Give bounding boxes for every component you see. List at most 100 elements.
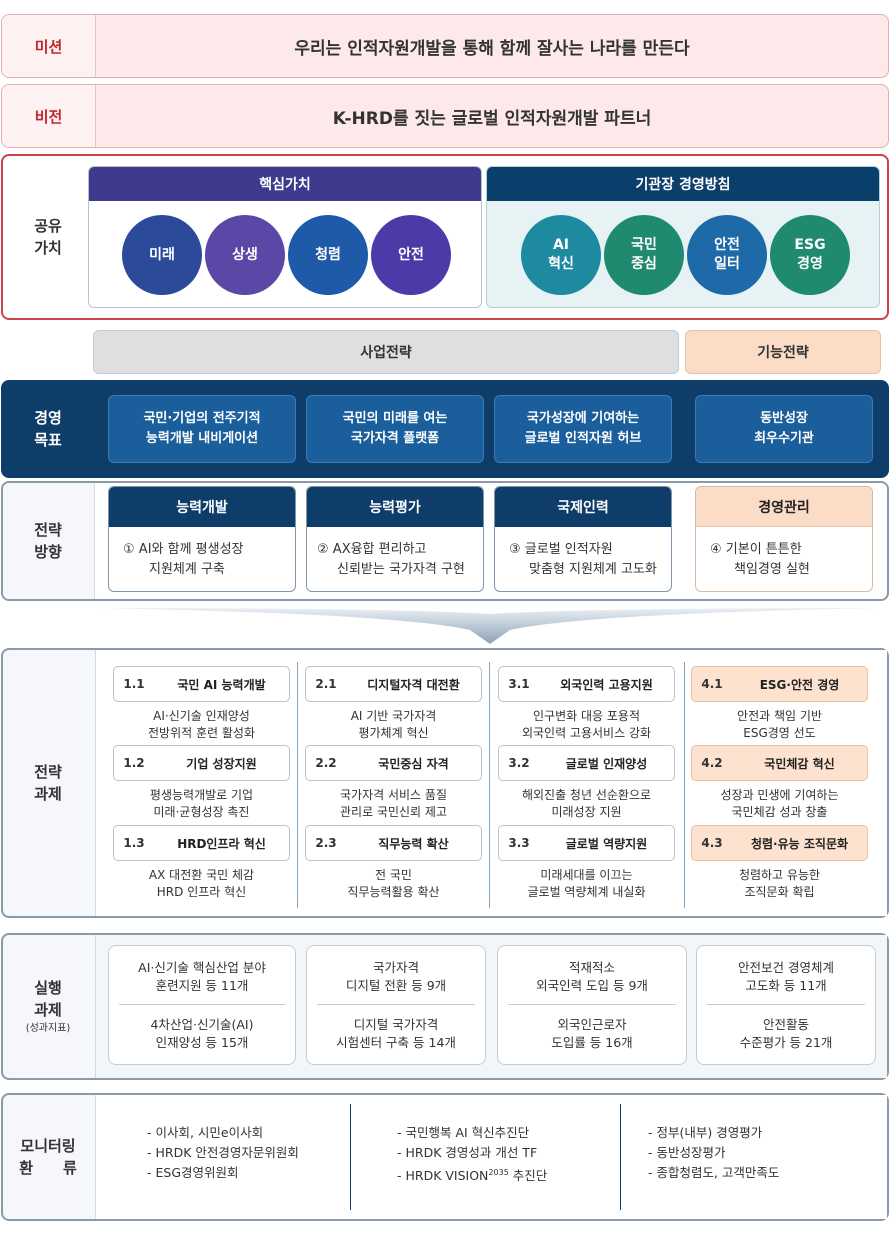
- execution-divider: [119, 1004, 285, 1005]
- execution-divider: [508, 1004, 676, 1005]
- task-number: 4.2: [701, 756, 723, 770]
- management-policy-title: 기관장 경영방침: [487, 167, 879, 201]
- mission-text: 우리는 인적자원개발을 통해 함께 잘사는 나라를 만든다: [294, 38, 690, 59]
- monitoring-item: - 국민행복 AI 혁신추진단: [397, 1125, 530, 1140]
- execution-item-bottom: 4차산업·신기술(AI)인재양성 등 15개: [150, 1017, 254, 1050]
- task-name: 디지털자격 대전환: [367, 677, 460, 692]
- task-number: 3.2: [508, 756, 530, 770]
- task-name: 글로벌 인재양성: [565, 756, 648, 771]
- task-name: 기업 성장지원: [186, 756, 257, 771]
- task-pill-4-1: 4.1 ESG·안전 경영: [691, 666, 868, 702]
- direction-international-workforce: 국제인력 ③ 글로벌 인적자원 맞춤형 지원체계 고도화: [494, 486, 672, 592]
- task-number: 1.3: [123, 836, 145, 850]
- monitoring-divider: [620, 1104, 621, 1210]
- execution-divider: [707, 1004, 865, 1005]
- funnel-connector: [100, 608, 880, 644]
- task-pill-4-2: 4.2 국민체감 혁신: [691, 745, 868, 781]
- task-pill-1-3: 1.3 HRD인프라 혁신: [113, 825, 290, 861]
- task-name: 글로벌 역량지원: [565, 836, 648, 851]
- task-number: 4.3: [701, 836, 723, 850]
- execution-divider: [317, 1004, 475, 1005]
- task-number: 2.3: [315, 836, 337, 850]
- monitoring-item: - 동반성장평가: [648, 1145, 726, 1160]
- task-number: 3.1: [508, 677, 530, 691]
- task-pill-4-3: 4.3 청렴·유능 조직문화: [691, 825, 868, 861]
- task-pill-2-1: 2.1 디지털자격 대전환: [305, 666, 482, 702]
- task-name: 외국인력 고용지원: [560, 677, 653, 692]
- task-pill-3-1: 3.1 외국인력 고용지원: [498, 666, 675, 702]
- mission-label: 미션: [2, 15, 96, 77]
- task-pill-3-2: 3.2 글로벌 인재양성: [498, 745, 675, 781]
- task-pill-2-3: 2.3 직무능력 확산: [305, 825, 482, 861]
- task-pill-3-3: 3.3 글로벌 역량지원: [498, 825, 675, 861]
- task-name: 국민체감 혁신: [764, 756, 835, 771]
- core-values-title: 핵심가치: [89, 167, 481, 201]
- monitoring-item: - HRDK VISION2035 추진단: [397, 1168, 548, 1184]
- task-column-divider: [684, 662, 685, 908]
- monitoring-item: - HRDK 안전경영자문위원회: [147, 1145, 299, 1160]
- task-name: HRD인프라 혁신: [177, 836, 266, 851]
- monitoring-column-taskforce: - 국민행복 AI 혁신추진단 - HRDK 경영성과 개선 TF - HRDK…: [397, 1123, 547, 1186]
- strategic-directions-label: 전략 방향: [34, 521, 62, 561]
- task-column-divider: [297, 662, 298, 908]
- execution-tasks-label: 실행 과제 (성과지표): [25, 978, 71, 1034]
- task-name: 청렴·유능 조직문화: [750, 836, 849, 851]
- task-number: 3.3: [508, 836, 530, 850]
- direction-capability-development: 능력개발 ① AI와 함께 평생성장 지원체계 구축: [108, 486, 296, 592]
- core-value-future: 미래: [122, 215, 202, 295]
- task-name: ESG·안전 경영: [759, 677, 840, 692]
- business-strategy-bar: 사업전략: [93, 330, 679, 374]
- core-value-integrity: 청렴: [288, 215, 368, 295]
- task-pill-1-2: 1.2 기업 성장지원: [113, 745, 290, 781]
- direction-management: 경영관리 ④ 기본이 튼튼한 책임경영 실현: [695, 486, 873, 592]
- task-number: 4.1: [701, 677, 723, 691]
- task-name: 직무능력 확산: [378, 836, 449, 851]
- monitoring-divider: [350, 1104, 351, 1210]
- strategic-tasks-label: 전략 과제: [34, 763, 62, 803]
- vision-row: 비전 K-HRD를 짓는 글로벌 인적자원개발 파트너: [1, 84, 889, 148]
- task-number: 1.2: [123, 756, 145, 770]
- management-goals-label: 경영 목표: [34, 409, 62, 449]
- function-strategy-bar: 기능전략: [685, 330, 881, 374]
- task-column-divider: [489, 662, 490, 908]
- monitoring-inner: [95, 1095, 887, 1219]
- vision-text: K-HRD를 짓는 글로벌 인적자원개발 파트너: [332, 108, 652, 129]
- monitoring-column-evaluation: - 정부(내부) 경영평가 - 동반성장평가 - 종합청렴도, 고객만족도: [648, 1123, 779, 1183]
- task-name: 국민 AI 능력개발: [177, 677, 266, 692]
- monitoring-item: - 종합청렴도, 고객만족도: [648, 1165, 780, 1180]
- vision-label: 비전: [2, 85, 96, 147]
- shared-values-label: 공유 가치: [34, 217, 62, 257]
- task-number: 2.1: [315, 677, 337, 691]
- strategic-directions-label-bg: [3, 483, 95, 599]
- monitoring-item: - HRDK 경영성과 개선 TF: [397, 1145, 538, 1160]
- task-number: 2.2: [315, 756, 337, 770]
- direction-capability-evaluation: 능력평가 ② AX융합 편리하고 신뢰받는 국가자격 구현: [306, 486, 484, 592]
- monitoring-item: - ESG경영위원회: [147, 1165, 239, 1180]
